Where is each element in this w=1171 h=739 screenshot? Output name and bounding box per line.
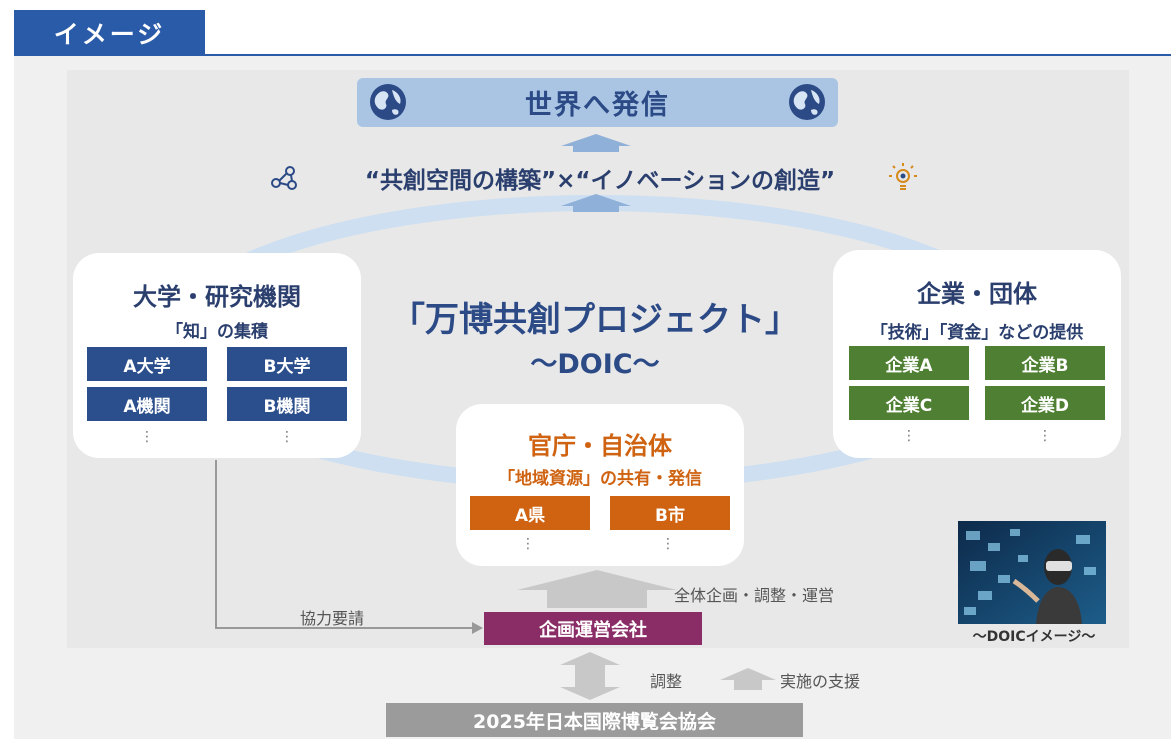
lightbulb-icon: [889, 163, 917, 190]
coordination-label: 調整: [650, 672, 683, 691]
support-label: 実施の支援: [780, 672, 861, 691]
government-card-title: 官庁・自治体: [528, 432, 672, 460]
header-underline: [14, 54, 1171, 56]
project-title: 「万博共創プロジェクト」: [391, 300, 799, 340]
vr-person-image: [958, 521, 1106, 624]
world-banner: 世界へ発信: [357, 78, 838, 127]
university-card-subtitle: 「知」の集積: [166, 322, 268, 342]
company-tile: 企業B: [985, 346, 1105, 380]
globe-icon: [789, 84, 825, 120]
more-ellipsis: ⋮: [521, 536, 535, 552]
university-card-title: 大学・研究機関: [133, 283, 301, 311]
coordination-double-arrow: [560, 652, 620, 700]
company-tile: 企業D: [985, 386, 1105, 420]
company-card-title: 企業・団体: [917, 280, 1037, 308]
more-ellipsis: ⋮: [140, 429, 154, 445]
section-header-tab: イメージ: [14, 10, 205, 55]
university-tile: B大学: [227, 347, 347, 381]
doic-image: [958, 521, 1106, 624]
project-subtitle: ～DOIC～: [530, 349, 660, 380]
slogan-text: “共創空間の構築”×“イノベーションの創造”: [364, 168, 836, 194]
university-tile: A大学: [87, 347, 207, 381]
up-arrow-top: [561, 134, 631, 152]
government-card: 官庁・自治体 「地域資源」の共有・発信 A県 B市 ⋮ ⋮: [456, 404, 744, 566]
university-card: 大学・研究機関 「知」の集積 A大学 B大学 A機関 B機関 ⋮ ⋮: [73, 253, 361, 458]
company-card: 企業・団体 「技術」「資金」などの提供 企業A 企業B 企業C 企業D ⋮ ⋮: [833, 250, 1121, 458]
photo-caption: ～DOICイメージ～: [972, 629, 1096, 645]
government-card-subtitle: 「地域資源」の共有・発信: [498, 469, 702, 489]
more-ellipsis: ⋮: [1038, 428, 1052, 444]
planning-company-box: 企画運営会社: [484, 612, 702, 645]
up-arrow-middle: [561, 194, 631, 212]
more-ellipsis: ⋮: [280, 429, 294, 445]
company-tile: 企業C: [849, 386, 969, 420]
network-icon: [271, 166, 297, 190]
city-tile: B市: [610, 496, 730, 530]
more-ellipsis: ⋮: [902, 428, 916, 444]
bottom-arrows: [560, 652, 776, 700]
cooperation-request-label: 協力要請: [300, 609, 365, 628]
globe-icon: [370, 84, 406, 120]
overall-management-label: 全体企画・調整・運営: [674, 586, 835, 605]
institute-tile: A機関: [87, 387, 207, 421]
more-ellipsis: ⋮: [661, 536, 675, 552]
cooperation-arrowhead: [472, 622, 483, 634]
institute-tile: B機関: [227, 387, 347, 421]
cooperation-connector: [215, 460, 472, 629]
support-up-arrow: [720, 668, 776, 690]
company-tile: 企業A: [849, 346, 969, 380]
company-card-subtitle: 「技術」「資金」などの提供: [870, 323, 1084, 343]
expo-association-bar: 2025年日本国際博覧会協会: [386, 703, 803, 737]
up-arrow-planning: [517, 570, 677, 608]
prefecture-tile: A県: [470, 496, 590, 530]
